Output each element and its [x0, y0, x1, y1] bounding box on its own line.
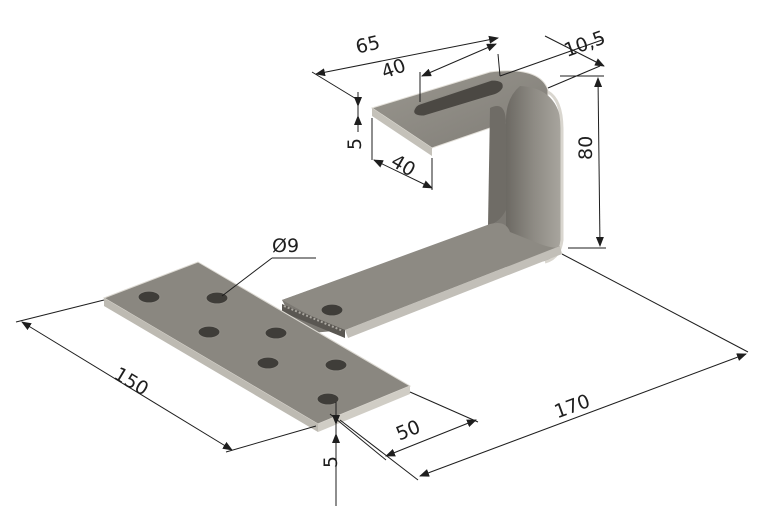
dim-40-top: 40 [379, 55, 409, 84]
plate-hole [316, 392, 340, 406]
plate-hole [264, 326, 288, 340]
plate-hole [137, 290, 161, 304]
slot-hole [413, 79, 504, 117]
dim-40-side: 40 [387, 150, 419, 181]
hook-horizontal-arm [282, 210, 562, 338]
dim-65: 65 [354, 32, 383, 59]
plate-hole [197, 325, 221, 339]
dim-5-bottom: 5 [320, 456, 342, 468]
dim-5-top: 5 [344, 138, 366, 150]
plate-hole [324, 358, 348, 372]
arm-hole [320, 303, 344, 317]
dim-50: 50 [393, 416, 424, 445]
dim-diameter-9: Ø9 [272, 235, 299, 257]
dim-150: 150 [110, 363, 152, 401]
hook-vertical-arm [488, 86, 564, 268]
plate-hole [256, 356, 280, 370]
dim-80: 80 [575, 136, 597, 160]
dimension-lines [15, 35, 749, 506]
dim-170: 170 [551, 390, 593, 423]
